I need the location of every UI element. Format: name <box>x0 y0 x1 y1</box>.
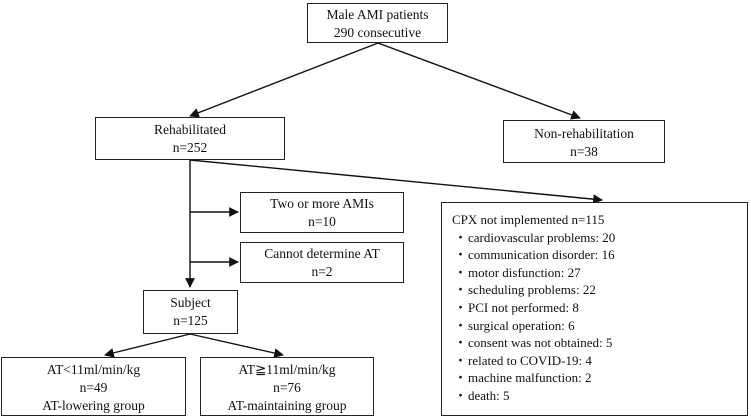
two-ami-line2: n=10 <box>308 214 336 229</box>
bullet-icon: ・ <box>454 264 468 280</box>
bullet-icon: ・ <box>454 370 468 386</box>
box-cannot-determine-at: Cannot determine AT n=2 <box>240 242 404 283</box>
cpx-item: ・consent was not obtained: 5 <box>452 334 741 352</box>
cpx-item-label: scheduling problems: 22 <box>468 282 596 298</box>
maintaining-line1: AT≧11ml/min/kg <box>238 362 336 377</box>
lowering-line1: AT<11ml/min/kg <box>46 362 141 377</box>
cpx-item-label: motor disfunction: 27 <box>468 264 581 280</box>
arrow-male-to-nonrehab <box>377 42 581 120</box>
nonrehab-line2: n=38 <box>570 144 598 159</box>
cpx-item-label: communication disorder: 16 <box>468 247 615 263</box>
box-subject: Subject n=125 <box>143 290 238 334</box>
cpx-item-label: related to COVID-19: 4 <box>468 352 592 368</box>
lowering-line2: n=49 <box>79 380 108 395</box>
arrow-male-to-rehab <box>189 42 379 118</box>
cpx-item: ・PCI not performed: 8 <box>452 299 741 317</box>
cpx-item: ・cardiovascular problems: 20 <box>452 229 741 247</box>
two-ami-line1: Two or more AMIs <box>270 196 374 211</box>
box-at-lowering: AT<11ml/min/kg n=49 AT-lowering group <box>1 357 186 416</box>
bullet-icon: ・ <box>454 247 468 263</box>
cpx-item: ・motor disfunction: 27 <box>452 264 741 282</box>
arrow-subject-to-maintaining <box>189 333 284 358</box>
bullet-icon: ・ <box>454 317 468 333</box>
cpx-item-label: PCI not performed: 8 <box>468 299 579 315</box>
cpx-item: ・communication disorder: 16 <box>452 246 741 264</box>
cpx-item: ・surgical operation: 6 <box>452 317 741 335</box>
lowering-line3: AT-lowering group <box>42 398 145 413</box>
cpx-item-label: consent was not obtained: 5 <box>468 335 613 351</box>
cpx-item-label: cardiovascular problems: 20 <box>468 229 616 245</box>
male-line1: Male AMI patients <box>326 7 429 22</box>
cpx-item-label: surgical operation: 6 <box>468 317 575 333</box>
bullet-icon: ・ <box>454 352 468 368</box>
rehab-line2: n=252 <box>172 140 208 155</box>
bullet-icon: ・ <box>454 299 468 315</box>
box-male-ami-patients: Male AMI patients 290 consecutive <box>307 3 448 43</box>
cpx-item-label: machine malfunction: 2 <box>468 370 592 386</box>
box-rehabilitated: Rehabilitated n=252 <box>95 117 285 160</box>
maintaining-line2: n=76 <box>273 380 301 395</box>
arrow-rehab-to-cpx <box>189 159 603 205</box>
bullet-icon: ・ <box>454 282 468 298</box>
cpx-item: ・death: 5 <box>452 387 741 405</box>
box-non-rehabilitation: Non-rehabilitation n=38 <box>503 120 665 163</box>
male-line2: 290 consecutive <box>333 25 422 40</box>
cpx-item-label: death: 5 <box>468 387 510 403</box>
bullet-icon: ・ <box>454 387 468 403</box>
nonrehab-line1: Non-rehabilitation <box>534 126 634 141</box>
bullet-icon: ・ <box>454 335 468 351</box>
arrow-subject-to-lowering <box>104 333 191 358</box>
box-at-maintaining: AT≧11ml/min/kg n=76 AT-maintaining group <box>200 357 374 416</box>
cpx-item: ・machine malfunction: 2 <box>452 369 741 387</box>
cpx-item: ・related to COVID-19: 4 <box>452 352 741 370</box>
rehab-line1: Rehabilitated <box>154 122 226 137</box>
maintaining-line3: AT-maintaining group <box>227 398 347 413</box>
subject-line2: n=125 <box>173 313 208 328</box>
box-two-or-more-amis: Two or more AMIs n=10 <box>240 192 404 233</box>
bullet-icon: ・ <box>454 229 468 245</box>
box-cpx-not-implemented: CPX not implemented n=115 ・cardiovascula… <box>441 202 748 416</box>
cpx-item: ・scheduling problems: 22 <box>452 281 741 299</box>
subject-line1: Subject <box>170 295 211 310</box>
cannot-at-line2: n=2 <box>311 264 333 279</box>
cannot-at-line1: Cannot determine AT <box>264 246 380 261</box>
cpx-title: CPX not implemented n=115 <box>452 212 605 227</box>
